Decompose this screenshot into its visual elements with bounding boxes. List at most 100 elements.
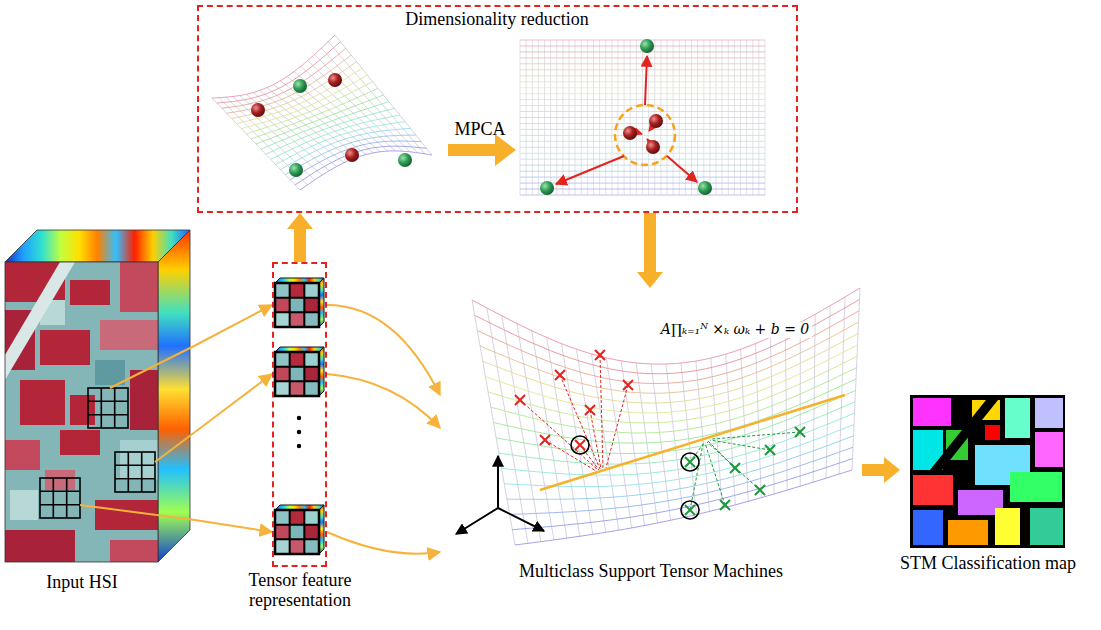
feature-arrow	[195, 305, 272, 346]
mesh-line	[520, 177, 765, 178]
mesh-line	[520, 75, 765, 76]
feature-arrow	[195, 374, 272, 432]
red-sample	[646, 140, 660, 154]
classification-map	[910, 395, 1065, 548]
mesh-line	[520, 69, 765, 70]
ellipsis-dot	[297, 430, 301, 434]
map-caption: STM Classification map	[900, 553, 1076, 573]
arrow-label: MPCA	[454, 119, 505, 139]
group-title: Dimensionality reduction	[405, 9, 588, 29]
patch-grid	[40, 388, 155, 518]
connector	[327, 305, 440, 554]
image-node: Input HSI	[0, 228, 195, 603]
mesh-line	[300, 151, 432, 190]
mesh-line	[520, 117, 765, 118]
mesh-line	[520, 129, 765, 130]
mesh-line	[520, 147, 765, 148]
patch-lead	[80, 505, 195, 520]
mesh-line	[520, 63, 765, 64]
mesh-line	[520, 171, 765, 172]
mesh-line	[483, 334, 858, 404]
formula-label: A∏ₖ₌₁ᴺ ×ₖ ωₖ + b = 0	[658, 322, 812, 338]
green-sample	[398, 153, 412, 167]
mesh-line	[494, 379, 857, 443]
red-margin-lines	[520, 355, 628, 471]
mesh-line	[520, 195, 765, 196]
mesh-line	[520, 93, 765, 94]
green-sample	[640, 39, 654, 53]
separation-arrow	[667, 156, 697, 182]
tensor-cube	[275, 278, 324, 327]
mesh-line	[520, 111, 765, 112]
red-sample	[328, 73, 342, 87]
mesh-line	[480, 322, 858, 393]
mesh-line	[496, 390, 855, 453]
ellipsis-dot	[297, 416, 301, 420]
green-sample	[698, 181, 712, 195]
mesh-line	[510, 447, 853, 514]
mesh-line	[290, 141, 421, 180]
mesh-line	[520, 57, 765, 58]
red-cross	[515, 350, 633, 450]
red-sample	[623, 126, 637, 140]
connector	[862, 457, 900, 483]
flat-grid	[520, 40, 765, 195]
dashed-group-box: Dimensionality reductionMPCA	[197, 5, 798, 213]
flow-arrow	[862, 457, 900, 483]
map-node: STM Classification map	[900, 395, 1095, 580]
flow-arrow	[637, 213, 663, 288]
feature-arrow	[195, 520, 272, 532]
support-vector-ring	[571, 436, 699, 519]
red-sample	[345, 148, 359, 162]
mesh-line	[520, 40, 765, 41]
mesh-line	[520, 81, 765, 82]
mesh-line	[236, 68, 362, 123]
mesh-line	[232, 62, 357, 119]
mesh-line	[520, 87, 765, 88]
axes	[456, 456, 544, 534]
red-sample	[649, 114, 663, 128]
image-caption: Input HSI	[46, 572, 118, 592]
mesh-line	[520, 189, 765, 190]
connector	[287, 213, 313, 262]
mesh-line	[520, 141, 765, 142]
green-sample	[293, 79, 307, 93]
flow-arrow	[287, 213, 313, 262]
green-cross	[685, 427, 805, 515]
connector	[637, 213, 663, 288]
ellipsis-dot	[297, 444, 301, 448]
mesh-line	[280, 128, 410, 169]
patch-lead	[155, 432, 195, 462]
mesh-line	[227, 55, 352, 113]
spectral-side-face	[158, 230, 190, 562]
patch-lead	[110, 346, 195, 389]
tensor-cube	[275, 505, 324, 554]
green-sample	[540, 181, 554, 195]
mesh-line	[246, 82, 373, 134]
green-margin-lines	[690, 432, 800, 510]
separation-arrow	[556, 156, 624, 184]
mesh-line	[512, 459, 852, 530]
mesh-line	[217, 42, 341, 103]
model-caption: Multiclass Support Tensor Machines	[519, 561, 783, 581]
connector	[195, 305, 272, 532]
tensor-cube	[275, 347, 324, 396]
feature-arrow	[327, 374, 440, 428]
mesh-line	[520, 153, 765, 154]
feature-arrow	[327, 532, 440, 554]
mesh-line	[502, 413, 855, 475]
group-caption: Tensor feature representation	[236, 570, 364, 610]
decision-surface-mesh	[472, 288, 860, 545]
mesh-line	[261, 102, 389, 149]
feature-arrow	[327, 305, 440, 395]
mesh-line	[222, 48, 346, 108]
red-sample	[251, 103, 265, 117]
separation-arrow	[645, 56, 647, 105]
mesh-line	[488, 356, 857, 423]
dashed-group-box: Tensor feature representation	[272, 262, 327, 567]
manifold-mesh	[212, 35, 432, 190]
mesh-line	[520, 51, 765, 52]
